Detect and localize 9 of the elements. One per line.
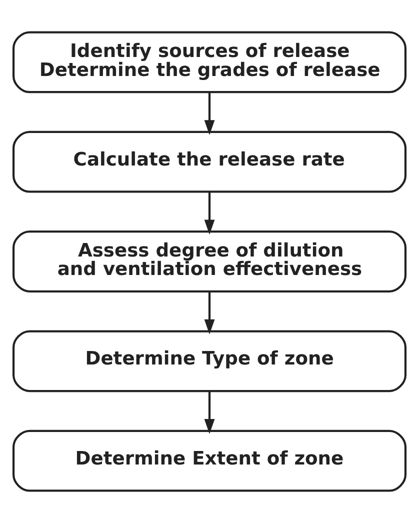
arrow (204, 391, 215, 434)
node-box: Determine Extent of zone (12, 430, 407, 492)
arrow (204, 192, 215, 235)
node-box: Determine Type of zone (12, 330, 407, 392)
node-box: Assess degree of dilution and ventilation effectiveness (12, 230, 407, 292)
node-box: Identify sources of release Determine the grades of release (12, 31, 407, 94)
arrow (204, 291, 215, 334)
arrow (204, 92, 215, 136)
node-box: Calculate the release rate (12, 130, 407, 193)
